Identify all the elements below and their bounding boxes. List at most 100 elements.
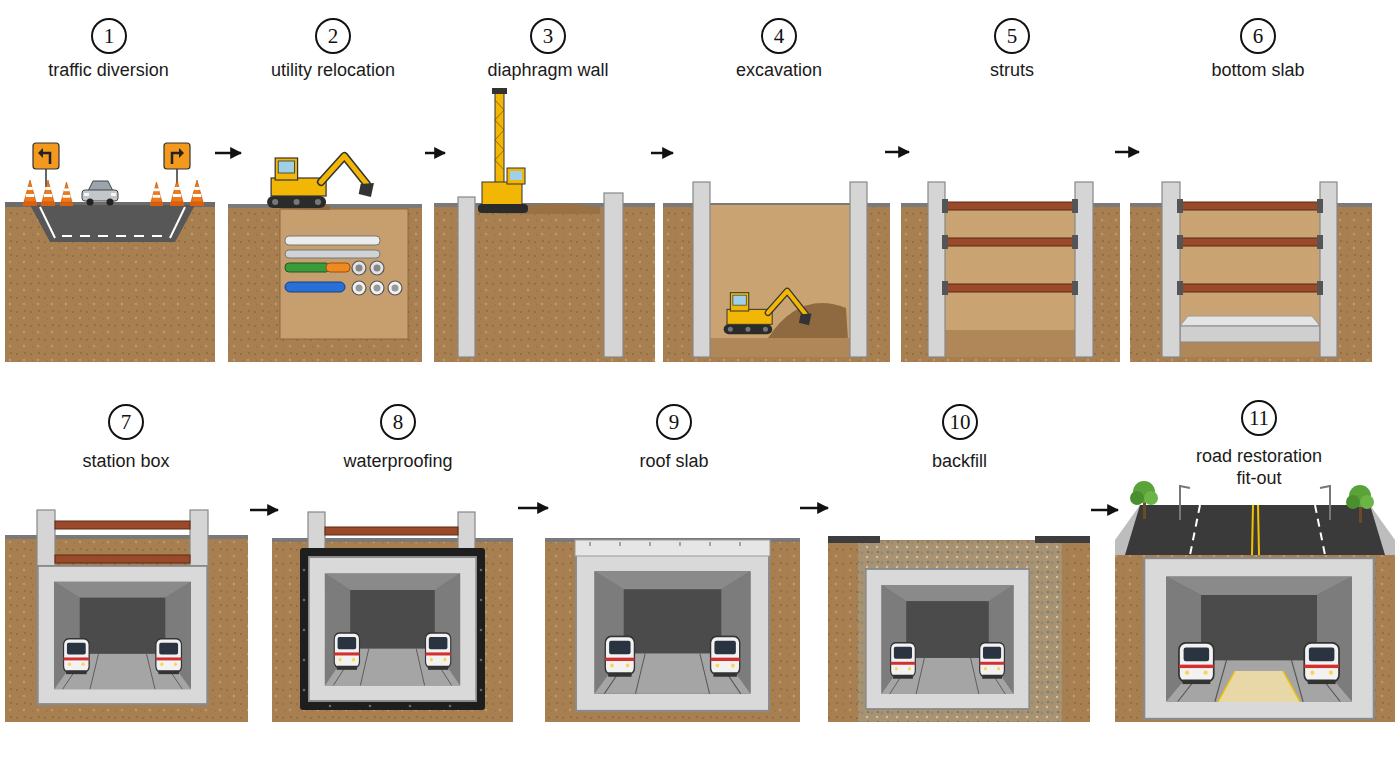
- traffic-diversion-scene-part: [179, 148, 184, 158]
- step-panel: 4excavation: [676, 18, 882, 363]
- excavation-scene-part: [850, 182, 867, 357]
- waterproofing-scene-part-part: [449, 705, 452, 708]
- utility-relocation-scene-part: [392, 285, 399, 292]
- road-restoration-scene-part: [1179, 485, 1181, 520]
- roof-slab-scene-part-part: [679, 542, 680, 546]
- waterproofing-scene-part-part: [303, 689, 306, 692]
- step-label: struts: [912, 59, 1112, 81]
- struts-scene-part: [1072, 199, 1078, 213]
- waterproofing-scene-part-part: [303, 629, 306, 632]
- flow-arrow: [518, 507, 548, 510]
- diaphragm-wall-scene-part: [478, 204, 528, 213]
- flow-arrow: [425, 152, 445, 155]
- step-label: road restoration fit-out: [1184, 445, 1334, 489]
- bottom-slab-scene-part: [1180, 205, 1320, 357]
- road-restoration-scene-part: [1218, 671, 1300, 702]
- flow-arrow: [885, 151, 909, 154]
- traffic-diversion-scene-part: [5, 205, 215, 362]
- step-number: 3: [530, 18, 566, 54]
- step-label: utility relocation: [244, 59, 422, 81]
- waterproofing-scene-part-part: [480, 569, 483, 572]
- traffic-diversion-scene-part: [62, 235, 165, 237]
- waterproofing-scene-part-part: [480, 629, 483, 632]
- diaphragm-wall-scene: [434, 88, 655, 362]
- road-restoration-scene-part: [1258, 505, 1259, 555]
- struts-scene-part: [945, 202, 1075, 210]
- struts-scene-part: [1072, 281, 1078, 295]
- utility-relocation-scene-part: [285, 282, 345, 292]
- struts-scene-part: [1072, 235, 1078, 249]
- utility-relocation-scene-part: [267, 156, 374, 208]
- traffic-diversion-scene-part: [164, 143, 190, 169]
- excavation-scene: [663, 182, 890, 362]
- step-panel: 10backfill: [831, 404, 1088, 725]
- bottom-slab-scene-part: [1177, 199, 1183, 213]
- road-restoration-scene-part: [1346, 495, 1360, 509]
- struts-scene-part: [945, 205, 1075, 357]
- bottom-slab-scene-part: [1180, 316, 1320, 326]
- traffic-diversion-scene-part: [150, 182, 163, 206]
- struts-scene-part: [945, 330, 1075, 357]
- struts-scene-part: [942, 281, 948, 295]
- excavation-scene-part: [710, 338, 850, 357]
- bottom-slab-scene-part: [1180, 284, 1320, 292]
- flow-arrow: [800, 507, 828, 510]
- road-restoration-scene-part: [1359, 505, 1362, 523]
- bottom-slab-scene-part: [1180, 326, 1320, 342]
- road-restoration-scene-part: [1283, 671, 1300, 702]
- road-restoration-scene-part: [1315, 505, 1325, 555]
- roof-slab-scene-part: [576, 553, 769, 711]
- step-number: 1: [91, 18, 127, 54]
- waterproofing-scene-part: [308, 512, 325, 552]
- road-restoration-scene: [1115, 481, 1395, 722]
- step-label: bottom slab: [1142, 59, 1374, 81]
- traffic-diversion-scene-part: [33, 143, 59, 169]
- utility-relocation-scene-part: [280, 209, 408, 339]
- traffic-diversion-scene-part: [190, 180, 204, 206]
- utility-relocation-scene-part: [370, 261, 384, 275]
- backfill-scene-part: [1035, 536, 1090, 543]
- struts-scene-part: [942, 235, 948, 249]
- roof-slab-scene-part-part: [619, 542, 620, 546]
- diaphragm-wall-scene-part: [604, 193, 623, 357]
- traffic-diversion-scene-part: [84, 193, 89, 196]
- utility-relocation-scene-part: [370, 281, 384, 295]
- utility-relocation-scene-part: [285, 236, 380, 245]
- road-restoration-scene-part: [1130, 491, 1144, 505]
- diaphragm-wall-scene-part: [507, 168, 525, 184]
- struts-scene-part: [945, 238, 1075, 246]
- bottom-slab-scene-part: [1177, 235, 1183, 249]
- road-restoration-scene-part: [1144, 491, 1158, 505]
- step-number: 11: [1241, 400, 1277, 436]
- flow-arrow: [1091, 509, 1118, 512]
- waterproofing-scene: [272, 512, 513, 722]
- traffic-diversion-scene-part: [42, 153, 50, 164]
- flow-arrow: [250, 509, 278, 512]
- road-restoration-scene-part: [1218, 671, 1235, 702]
- step-number: 9: [656, 404, 692, 440]
- diaphragm-wall-scene-part: [510, 171, 522, 180]
- waterproofing-scene-part-part: [369, 705, 372, 708]
- step-label: diaphragm wall: [448, 59, 648, 81]
- step-panel: 7station box: [5, 404, 247, 725]
- step-label: traffic diversion: [5, 59, 212, 81]
- utility-relocation-scene-part: [356, 285, 363, 292]
- bottom-slab-scene-part: [1317, 199, 1323, 213]
- station-box-scene-part: [38, 566, 207, 704]
- step-label: waterproofing: [281, 450, 515, 472]
- roof-slab-scene-part-part: [649, 542, 650, 546]
- excavation-scene-part: [710, 205, 850, 357]
- traffic-diversion-scene-part: [172, 153, 180, 164]
- road-restoration-scene-part: [1190, 505, 1200, 555]
- waterproofing-scene-part-part: [409, 705, 412, 708]
- station-box-scene-part: [55, 521, 190, 529]
- waterproofing-scene-part: [325, 527, 458, 535]
- road-restoration-scene-part: [1144, 558, 1374, 719]
- utility-relocation-scene-part: [374, 265, 381, 272]
- traffic-diversion-scene-part: [170, 180, 184, 206]
- utility-relocation-scene-part: [388, 281, 402, 295]
- waterproofing-scene-part: [309, 557, 476, 701]
- traffic-diversion-scene-part: [111, 193, 116, 196]
- roof-slab-scene-part-part: [589, 542, 590, 546]
- step-panel: 6bottom slab: [1142, 18, 1374, 363]
